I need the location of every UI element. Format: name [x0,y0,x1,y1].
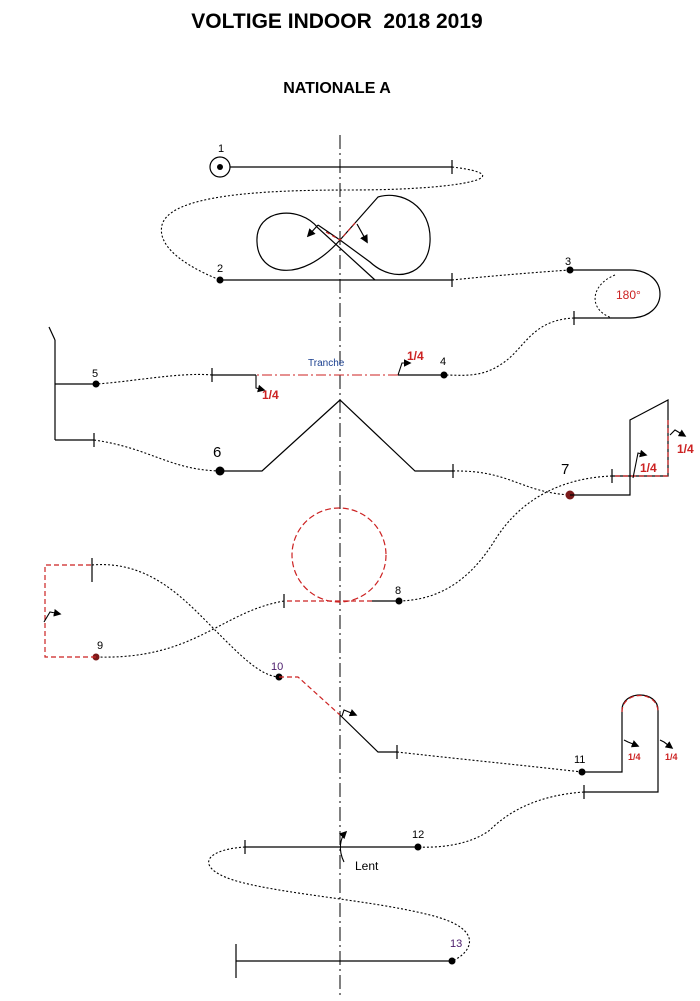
quarter-roll-annotation: 1/4 [407,349,424,363]
figure-4: 4 1/4 1/4 Tranche [211,349,448,402]
figure-3: 3 180° [565,256,661,325]
quarter-roll-annotation: 1/4 [677,442,694,456]
figure-number: 2 [217,263,223,275]
connector-line [91,564,280,678]
figure-13: 13 [235,938,462,978]
tranche-label: Tranche [308,358,345,369]
figure-number: 7 [561,461,569,478]
figure-number: 4 [440,356,446,368]
figure-number: 5 [92,368,98,380]
connector-line [417,791,585,848]
figure-2: 2 [216,194,453,287]
figure-dot [216,276,224,284]
figure-5: 5 [48,326,100,447]
figure-dot [217,164,223,170]
connector-line [451,269,571,281]
page-subtitle: NATIONALE A [283,80,391,97]
connector-line [208,846,470,962]
figure-number: 3 [565,256,571,268]
connector-line [160,166,484,281]
quarter-roll-annotation: 1/4 [665,752,678,762]
slow-roll-label: Lent [355,859,379,873]
figure-7: 7 1/4 1/4 [561,399,694,500]
figure-number: 6 [213,444,221,461]
connector-line [452,470,571,496]
connector-line [396,751,583,773]
figure-number: 1 [218,143,224,155]
figure-1: 1 [209,143,453,178]
connector-line [95,600,285,658]
figure-number: 11 [574,754,585,766]
connector-line [398,475,613,602]
page-title: VOLTIGE INDOOR 2018 2019 [191,10,483,33]
figure-6: 6 [213,399,454,478]
figure-10: 10 [271,661,398,759]
figure-9: 9 [43,558,103,661]
figure-8: 8 [283,507,403,608]
quarter-roll-annotation: 1/4 [628,752,641,762]
figure-number: 10 [271,661,283,673]
figure-number: 9 [97,640,103,652]
quarter-roll-annotation: 1/4 [262,388,279,402]
figure-number: 12 [412,829,424,841]
figure-number: 8 [395,585,401,597]
figure-12: 12 Lent [244,829,424,873]
connector-line [443,317,575,376]
connector-line [93,439,221,472]
figure-number: 13 [450,938,462,950]
figure-11: 11 1/4 1/4 [574,694,678,799]
quarter-roll-annotation: 1/4 [640,461,657,475]
turn-annotation: 180° [616,288,641,302]
connector-line [95,373,213,385]
